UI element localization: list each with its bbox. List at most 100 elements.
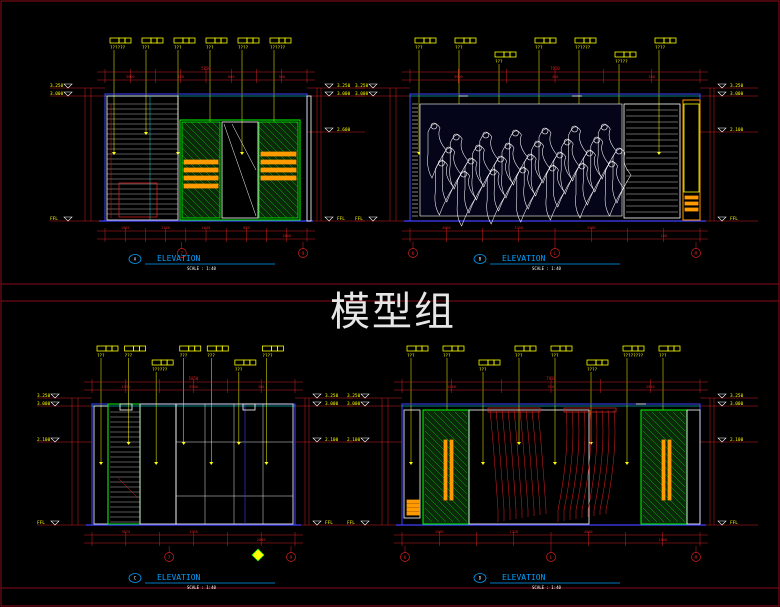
tag-box-code <box>262 345 272 352</box>
wainscot-right <box>623 103 681 219</box>
grid-bubble <box>298 248 308 258</box>
level-marker <box>360 437 370 443</box>
tag-label: ???? <box>655 45 666 50</box>
material-tag: ??? <box>141 37 164 135</box>
leader-arrow <box>154 462 159 465</box>
tag-box-num2 <box>188 37 196 44</box>
marble-hatch <box>183 121 221 159</box>
tag-box-code <box>514 345 525 352</box>
marble-hatch <box>642 479 686 523</box>
level-marker <box>360 520 370 526</box>
tag-box-code <box>658 345 669 352</box>
level-marker <box>63 216 73 222</box>
marble-hatch <box>424 479 468 523</box>
drawer <box>684 201 699 206</box>
drape-fold <box>569 409 580 520</box>
level-label-right: 3.250 <box>325 393 339 399</box>
relief-head <box>534 140 541 148</box>
tag-label: ?????? <box>575 45 591 50</box>
level-label: FFL <box>50 216 58 222</box>
level-label: 3.000 <box>347 401 361 407</box>
relief-head <box>475 144 482 152</box>
tag-label: ??? <box>142 45 150 50</box>
marble-hatch <box>190 121 221 152</box>
leader-arrow <box>517 442 521 445</box>
level-label: 3.000 <box>355 91 369 97</box>
marble-hatch <box>424 507 440 523</box>
material-tag: ??? <box>550 345 573 465</box>
tag-box-code <box>454 37 465 44</box>
material-tag: ??? <box>179 345 202 445</box>
tag-label: ??? <box>125 353 133 358</box>
grid-label: 9 <box>302 251 305 257</box>
drape-fold <box>513 409 523 518</box>
relief-head <box>571 125 578 133</box>
drape-fold <box>557 409 568 522</box>
level-marker-right <box>717 437 727 443</box>
elevation-title: ELEVATION <box>502 573 546 582</box>
marble-hatch <box>642 500 665 523</box>
marble-hatch <box>672 411 686 425</box>
shelf-left <box>183 167 219 173</box>
grid-label: 9 <box>290 555 293 561</box>
level-marker <box>368 216 378 222</box>
drawer <box>684 207 699 212</box>
dim-top-overall: 7950 <box>550 66 560 71</box>
marble-hatch <box>433 411 468 446</box>
marble-hatch <box>181 189 211 219</box>
relief-head <box>556 151 564 159</box>
material-tag: ?????? <box>151 359 174 465</box>
tag-box-num2 <box>277 345 284 352</box>
tag-box-num2 <box>469 37 477 44</box>
marble-hatch <box>258 182 295 219</box>
tag-box-num2 <box>252 37 260 44</box>
level-label-right: 2.100 <box>325 437 339 443</box>
relief-head <box>445 146 453 154</box>
marble-hatch <box>274 121 299 146</box>
elevation-panel-c: ?????????????????????????585019303900300… <box>37 345 353 590</box>
level-marker-right <box>717 520 727 526</box>
drape-fold <box>605 409 616 514</box>
title-bubble <box>473 573 487 583</box>
level-marker <box>63 91 73 97</box>
level-marker <box>50 520 60 526</box>
tag-box-code <box>179 345 190 352</box>
scale-label: SCALE : 1:40 <box>187 585 216 590</box>
tag-box-code <box>414 37 425 44</box>
tag-box-num <box>118 37 126 44</box>
tag-box-num <box>246 37 254 44</box>
grid-label: M <box>695 555 698 561</box>
tag-box-num2 <box>124 37 132 44</box>
tag-box-code <box>550 345 561 352</box>
grid-label: 7 <box>168 555 171 561</box>
level-label: 3.250 <box>50 83 64 89</box>
tag-box-num2 <box>637 345 645 352</box>
material-tag: ??? <box>234 359 257 445</box>
tag-box-num <box>623 51 631 58</box>
drape-fold <box>581 409 592 518</box>
material-tag: ??? <box>124 345 146 445</box>
relief-head <box>460 170 467 178</box>
scale-label: SCALE : 1:40 <box>532 266 561 271</box>
relief-head <box>452 133 460 141</box>
tag-box-num2 <box>429 37 437 44</box>
tag-box-num <box>415 345 423 352</box>
tag-box-num <box>105 345 113 352</box>
tag-label: ??? <box>415 45 423 50</box>
title-bubble <box>128 254 142 264</box>
material-tag: ???? <box>262 345 284 465</box>
level-marker <box>50 437 60 443</box>
tag-label: ?????? <box>110 45 126 50</box>
door-handle <box>661 439 666 501</box>
tag-box-code <box>234 359 245 366</box>
tag-box-num <box>543 37 551 44</box>
tag-box-num <box>271 345 278 352</box>
grid-bubble <box>164 552 174 562</box>
marble-hatch <box>181 203 197 219</box>
tag-label: ???????? <box>623 353 644 358</box>
marble-hatch <box>211 121 221 131</box>
tag-box-num2 <box>457 345 465 352</box>
tag-label: ??? <box>443 353 451 358</box>
tag-box-code <box>151 359 162 366</box>
